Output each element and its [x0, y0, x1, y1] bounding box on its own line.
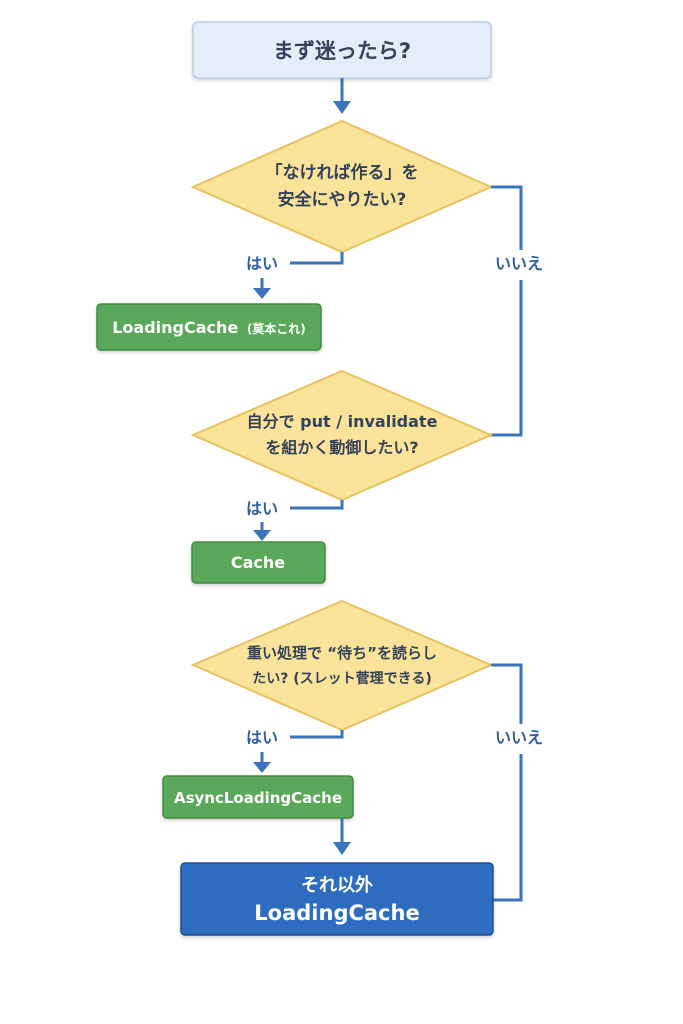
arrow-head-icon [253, 288, 271, 299]
decision-q2: 自分で put / invalidate を組かく動御したい? [190, 369, 494, 502]
arrow-head-icon [333, 101, 351, 114]
result-loadingcache: LoadingCache (莫本これ) [96, 303, 322, 351]
final-line2: LoadingCache [254, 901, 419, 925]
decision-q1-line1: 「なければ作る」を [266, 162, 419, 183]
edge-start-q1 [333, 78, 351, 114]
result-cache: Cache [191, 541, 326, 584]
result-r2-label: Cache [231, 553, 285, 572]
decision-q2-line2: を組かく動御したい? [265, 438, 418, 457]
final-node: それ以外 LoadingCache [180, 862, 494, 936]
start-node: まず迷ったら? [192, 21, 492, 79]
no-label-q1: いいえ [495, 254, 543, 273]
final-line1: それ以外 [301, 874, 373, 896]
decision-q1: 「なければ作る」を 安全にやりたい? [190, 119, 494, 254]
decision-q3: 重い処理で “待ち”を読らし たい? (スレット菅理できる) [190, 599, 494, 732]
start-label: まず迷ったら? [273, 39, 411, 63]
arrow-head-icon [253, 762, 271, 773]
yes-label-q1: はい [246, 254, 278, 273]
decision-q2-line1: 自分で put / invalidate [247, 412, 438, 431]
result-r1-label: LoadingCache [112, 318, 238, 337]
arrow-head-icon [253, 530, 271, 541]
decision-q1-line2: 安全にやりたい? [278, 189, 407, 210]
decision-q3-line1: 重い処理で “待ち”を読らし [247, 644, 437, 662]
svg-text:LoadingCache (莫本これ): LoadingCache (莫本これ) [112, 318, 306, 337]
arrow-head-icon [333, 842, 351, 855]
edge-q1-yes: はい [246, 252, 344, 299]
result-r1-note: (莫本これ) [247, 321, 306, 336]
result-r3-label: AsyncLoadingCache [174, 789, 342, 807]
edge-q3-yes: はい [246, 728, 344, 773]
edge-q2-yes: はい [246, 499, 344, 541]
edge-q1-no: いいえ [491, 185, 543, 437]
result-asyncloadingcache: AsyncLoadingCache [162, 775, 354, 819]
decision-q3-line2: たい? (スレット菅理できる) [252, 670, 432, 687]
yes-label-q2: はい [246, 499, 278, 518]
edge-q3-no: いいえ [491, 663, 543, 902]
yes-label-q3: はい [246, 728, 278, 747]
edge-r3-final [333, 818, 351, 855]
no-label-q3: いいえ [495, 728, 543, 747]
